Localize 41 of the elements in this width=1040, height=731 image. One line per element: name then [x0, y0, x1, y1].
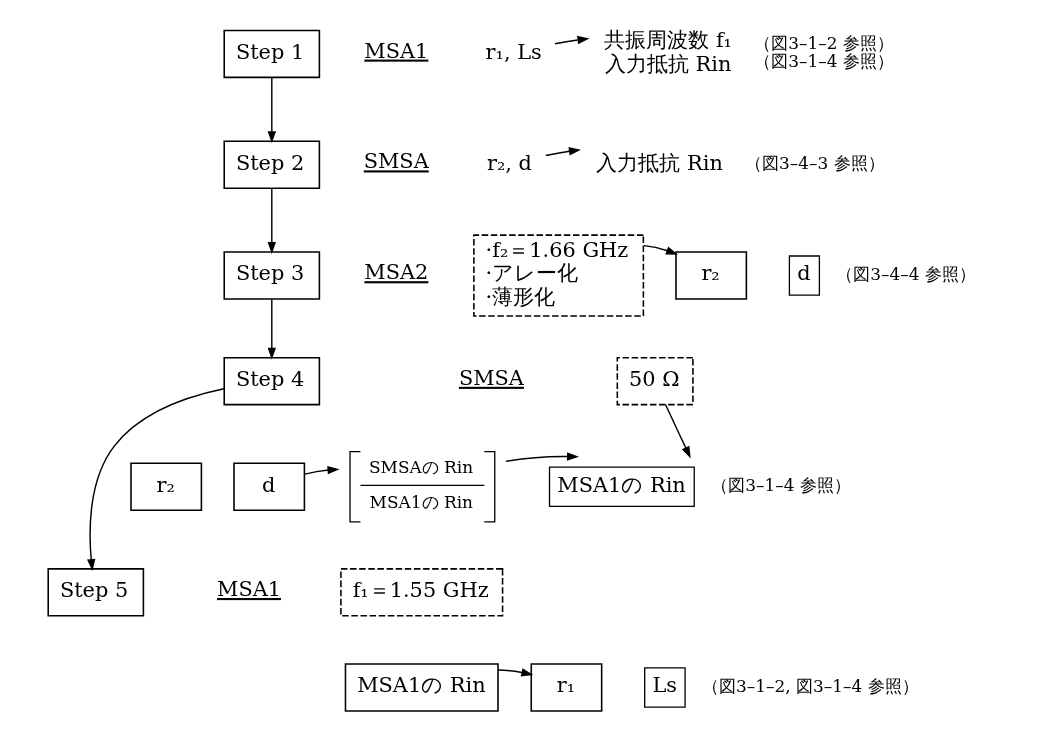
label: SMSA	[458, 365, 524, 390]
node-box: MSA1の Rin	[548, 466, 695, 507]
node-text: 入力抵抗 Rin	[595, 150, 723, 175]
node-box: f₁＝1.55 GHz	[339, 568, 503, 617]
node-label: （図3–4–3 参照）	[744, 153, 885, 174]
node-box: r₂	[129, 462, 202, 511]
arrow	[496, 668, 533, 677]
node-box: Step 4	[222, 356, 320, 406]
label: MSA1	[363, 38, 428, 63]
arrow	[267, 187, 276, 254]
node-label: （図3–1–4 参照）	[710, 475, 851, 496]
node-box: r₁	[530, 663, 602, 712]
node-box: Step 3	[222, 251, 320, 300]
arrow	[553, 35, 589, 45]
arrow	[267, 76, 276, 144]
node-box: MSA1の Rin	[344, 663, 499, 712]
node-box: Step 1	[222, 29, 320, 79]
label: MSA1	[216, 577, 281, 601]
node-label: （図3–1–2, 図3–1–4 参照）	[701, 675, 919, 696]
arrow	[504, 452, 579, 463]
node-box: r₂	[674, 251, 747, 300]
node-box: d	[232, 462, 305, 511]
node-box: 50 Ω	[616, 356, 694, 406]
arrow	[664, 404, 691, 459]
node-text: SMSAの Rin MSA1の Rin	[368, 456, 473, 513]
node-box: Ls	[643, 667, 686, 708]
label: MSA2	[363, 260, 428, 285]
label: SMSA	[363, 149, 429, 174]
node-box: Step 2	[222, 140, 320, 189]
arrow	[303, 465, 339, 475]
node-box: d	[788, 255, 820, 296]
arrow	[86, 388, 225, 572]
node-box: ·f₂＝1.66 GHz ·アレー化 ·薄形化	[472, 234, 644, 317]
arrow	[642, 244, 678, 255]
node-box: Step 5	[46, 568, 144, 617]
arrow	[267, 298, 276, 360]
node-text: r₂, d	[486, 150, 532, 175]
arrow	[544, 147, 581, 157]
node-text: r₁, Ls	[485, 39, 542, 64]
node-text: 共振周波数 f₁ 入力抵抗 Rin	[603, 28, 732, 76]
node-label: （図3–4–4 参照）	[835, 263, 976, 284]
